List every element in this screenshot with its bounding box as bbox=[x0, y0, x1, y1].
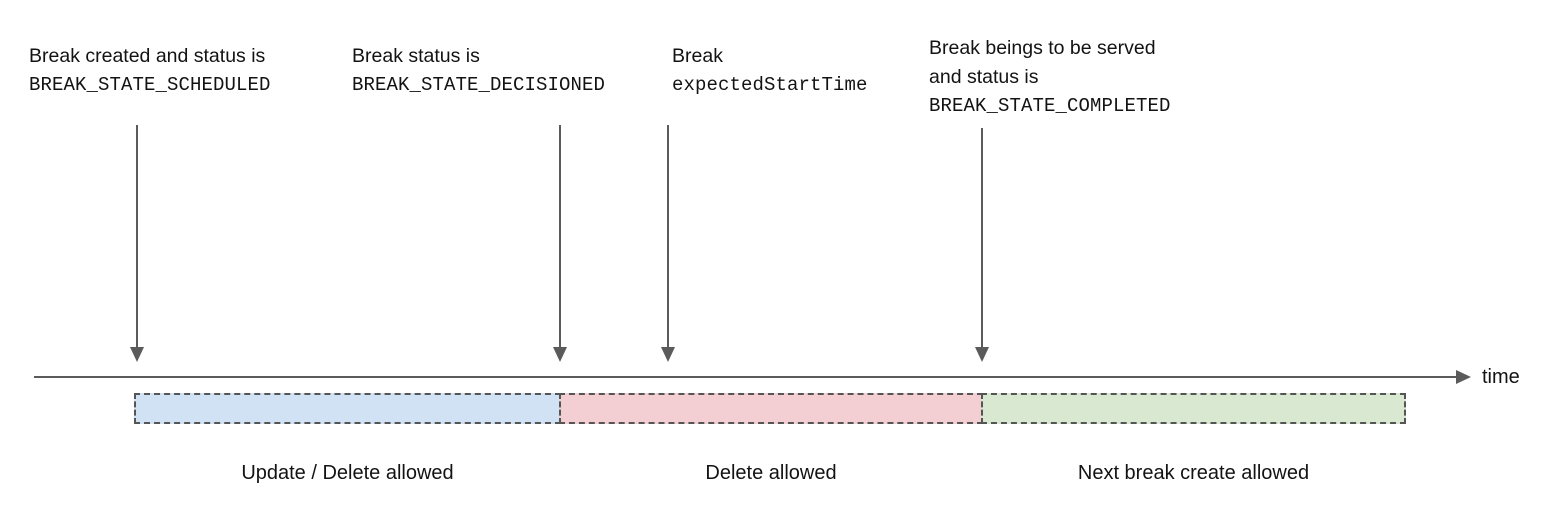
arrow-shaft bbox=[981, 128, 983, 347]
event-label-break-created: Break created and status is BREAK_STATE_… bbox=[29, 42, 271, 100]
phase-bar-delete-only bbox=[559, 393, 983, 424]
event-label-break-decisioned: Break status is BREAK_STATE_DECISIONED bbox=[352, 42, 605, 100]
event-arrow-break-expected-start-icon bbox=[658, 125, 678, 362]
event-label-line: Break created and status is bbox=[29, 45, 266, 67]
arrow-head-down-icon bbox=[975, 347, 989, 362]
arrow-shaft bbox=[559, 125, 561, 347]
event-arrow-break-decisioned-icon bbox=[550, 125, 570, 362]
phase-bar-update-delete bbox=[134, 393, 561, 424]
event-label-field: expectedStartTime bbox=[672, 74, 868, 96]
arrow-shaft bbox=[667, 125, 669, 347]
event-label-line: and status is bbox=[929, 66, 1039, 88]
event-arrow-break-created-icon bbox=[127, 125, 147, 362]
arrow-head-down-icon bbox=[130, 347, 144, 362]
phase-bar-next-break-create bbox=[981, 393, 1406, 424]
phase-caption-next-break-create: Next break create allowed bbox=[1077, 462, 1310, 484]
event-label-state: BREAK_STATE_DECISIONED bbox=[352, 74, 606, 96]
event-arrow-break-completed-icon bbox=[972, 128, 992, 362]
time-axis-label: time bbox=[1482, 366, 1520, 388]
time-axis-line bbox=[34, 376, 1466, 378]
phase-caption-update-delete: Update / Delete allowed bbox=[241, 462, 454, 484]
event-label-line: Break bbox=[672, 45, 723, 67]
arrow-shaft bbox=[136, 125, 138, 347]
arrow-head-down-icon bbox=[553, 347, 567, 362]
event-label-break-expected-start: Break expectedStartTime bbox=[672, 42, 868, 100]
phase-caption-delete-only: Delete allowed bbox=[705, 462, 837, 484]
time-axis-arrow-icon bbox=[1456, 370, 1471, 384]
event-label-break-completed: Break beings to be served and status is … bbox=[929, 34, 1171, 121]
event-label-line: Break status is bbox=[352, 45, 480, 67]
event-label-state: BREAK_STATE_COMPLETED bbox=[929, 95, 1171, 117]
event-label-state: BREAK_STATE_SCHEDULED bbox=[29, 74, 271, 96]
event-label-line: Break beings to be served bbox=[929, 37, 1156, 59]
arrow-head-down-icon bbox=[661, 347, 675, 362]
